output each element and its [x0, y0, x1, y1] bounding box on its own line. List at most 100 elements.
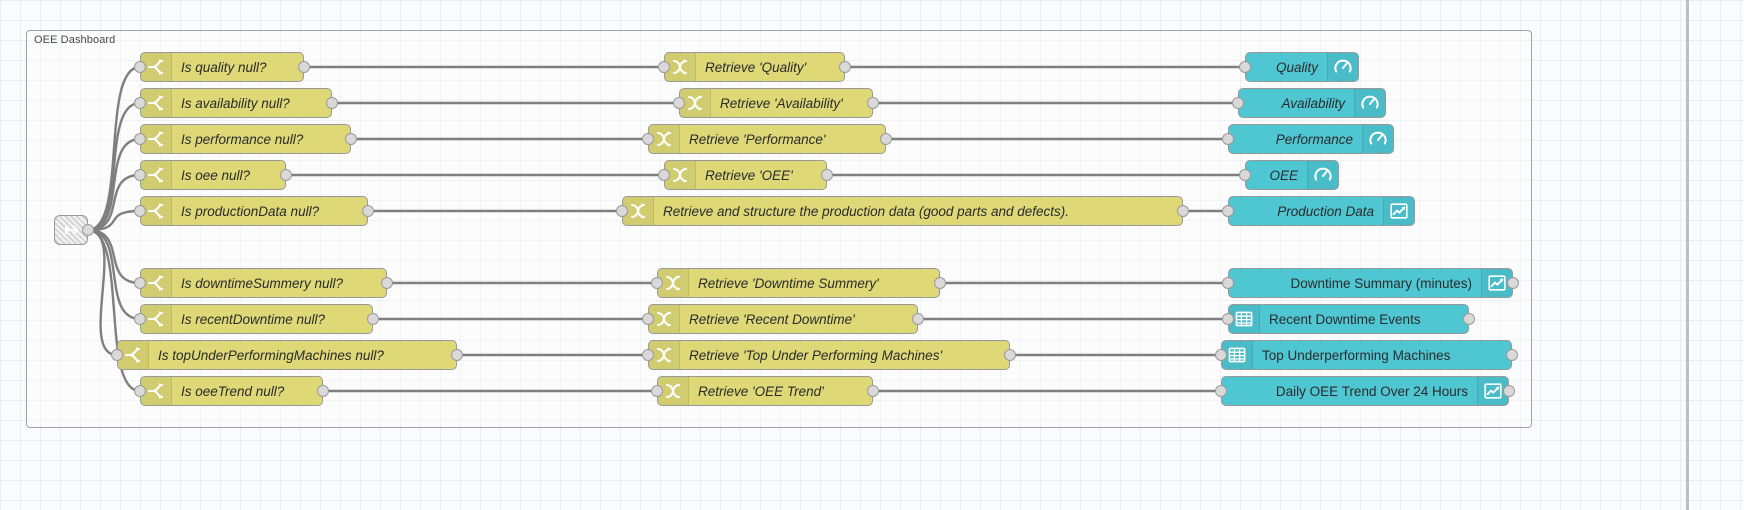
- link-in-node[interactable]: [54, 215, 94, 245]
- node-output-port[interactable]: [1177, 205, 1189, 217]
- change-node-0[interactable]: Retrieve 'Quality': [658, 52, 851, 82]
- switch-node-5[interactable]: Is downtimeSummery null?: [134, 268, 393, 298]
- dashboard-node-1[interactable]: Availability: [1232, 88, 1386, 118]
- node-input-port[interactable]: [1215, 349, 1227, 361]
- node-output-port[interactable]: [867, 385, 879, 397]
- dashboard-node-6[interactable]: Recent Downtime Events: [1222, 304, 1475, 334]
- node-output-port[interactable]: [1506, 349, 1518, 361]
- change-node-3[interactable]: Retrieve 'OEE': [658, 160, 833, 190]
- node-input-port[interactable]: [134, 205, 146, 217]
- switch-node-4[interactable]: Is productionData null?: [134, 196, 374, 226]
- switch-node-6[interactable]: Is recentDowntime null?: [134, 304, 379, 334]
- switch-node-1[interactable]: Is availability null?: [134, 88, 338, 118]
- change-icon: [665, 161, 696, 189]
- node-label: Retrieve 'Recent Downtime': [689, 311, 855, 327]
- node-input-port[interactable]: [134, 97, 146, 109]
- node-output-port[interactable]: [345, 133, 357, 145]
- dashboard-node-2[interactable]: Performance: [1222, 124, 1394, 154]
- change-icon: [649, 341, 680, 369]
- node-output-port[interactable]: [1507, 277, 1519, 289]
- node-input-port[interactable]: [642, 133, 654, 145]
- node-input-port[interactable]: [1239, 61, 1251, 73]
- canvas-right-edge: [1686, 0, 1689, 510]
- node-input-port[interactable]: [1222, 277, 1234, 289]
- switch-node-0[interactable]: Is quality null?: [134, 52, 310, 82]
- node-label: Is performance null?: [181, 131, 304, 147]
- node-input-port[interactable]: [658, 169, 670, 181]
- change-icon: [665, 53, 696, 81]
- node-output-port[interactable]: [1004, 349, 1016, 361]
- node-input-port[interactable]: [134, 385, 146, 397]
- node-output-port[interactable]: [381, 277, 393, 289]
- switch-icon: [141, 305, 172, 333]
- node-input-port[interactable]: [111, 349, 123, 361]
- dashboard-node-3[interactable]: OEE: [1239, 160, 1339, 190]
- dashboard-node-5[interactable]: Downtime Summary (minutes): [1222, 268, 1519, 298]
- node-output-port[interactable]: [880, 133, 892, 145]
- change-node-2[interactable]: Retrieve 'Performance': [642, 124, 892, 154]
- dashboard-node-0[interactable]: Quality: [1239, 52, 1359, 82]
- node-output-port[interactable]: [839, 61, 851, 73]
- node-output-port[interactable]: [362, 205, 374, 217]
- switch-icon: [141, 125, 172, 153]
- node-input-port[interactable]: [1232, 97, 1244, 109]
- node-input-port[interactable]: [651, 385, 663, 397]
- node-output-port[interactable]: [326, 97, 338, 109]
- node-output-port[interactable]: [821, 169, 833, 181]
- switch-node-7[interactable]: Is topUnderPerformingMachines null?: [111, 340, 463, 370]
- node-input-port[interactable]: [134, 133, 146, 145]
- node-input-port[interactable]: [134, 277, 146, 289]
- node-input-port[interactable]: [651, 277, 663, 289]
- gauge-icon: [1354, 89, 1385, 117]
- node-output-port[interactable]: [367, 313, 379, 325]
- node-output-port[interactable]: [82, 224, 94, 236]
- switch-icon: [118, 341, 149, 369]
- node-output-port[interactable]: [934, 277, 946, 289]
- change-node-7[interactable]: Retrieve 'Top Under Performing Machines': [642, 340, 1016, 370]
- node-input-port[interactable]: [658, 61, 670, 73]
- node-input-port[interactable]: [616, 205, 628, 217]
- node-output-port[interactable]: [867, 97, 879, 109]
- dashboard-node-4[interactable]: Production Data: [1222, 196, 1415, 226]
- switch-node-8[interactable]: Is oeeTrend null?: [134, 376, 329, 406]
- change-node-5[interactable]: Retrieve 'Downtime Summery': [651, 268, 946, 298]
- node-label: Retrieve 'Top Under Performing Machines': [689, 347, 943, 363]
- node-output-port[interactable]: [451, 349, 463, 361]
- node-output-port[interactable]: [1503, 385, 1515, 397]
- change-node-1[interactable]: Retrieve 'Availability': [673, 88, 879, 118]
- change-node-4[interactable]: Retrieve and structure the production da…: [616, 196, 1189, 226]
- node-input-port[interactable]: [1222, 205, 1234, 217]
- node-input-port[interactable]: [1222, 313, 1234, 325]
- node-input-port[interactable]: [134, 61, 146, 73]
- node-output-port[interactable]: [280, 169, 292, 181]
- node-label: Production Data: [1277, 203, 1374, 219]
- dashboard-node-8[interactable]: Daily OEE Trend Over 24 Hours: [1215, 376, 1515, 406]
- node-input-port[interactable]: [134, 169, 146, 181]
- switch-node-3[interactable]: Is oee null?: [134, 160, 292, 190]
- node-label: Is availability null?: [181, 95, 290, 111]
- node-label: Downtime Summary (minutes): [1290, 275, 1472, 291]
- node-input-port[interactable]: [642, 313, 654, 325]
- change-icon: [623, 197, 654, 225]
- change-icon: [658, 377, 689, 405]
- node-label: Quality: [1275, 59, 1318, 75]
- node-output-port[interactable]: [1463, 313, 1475, 325]
- node-output-port[interactable]: [298, 61, 310, 73]
- change-node-8[interactable]: Retrieve 'OEE Trend': [651, 376, 879, 406]
- node-input-port[interactable]: [1239, 169, 1251, 181]
- dashboard-node-7[interactable]: Top Underperforming Machines: [1215, 340, 1518, 370]
- switch-icon: [141, 89, 172, 117]
- node-output-port[interactable]: [317, 385, 329, 397]
- node-input-port[interactable]: [1215, 385, 1227, 397]
- switch-node-2[interactable]: Is performance null?: [134, 124, 357, 154]
- node-output-port[interactable]: [912, 313, 924, 325]
- gauge-icon: [1327, 53, 1358, 81]
- node-input-port[interactable]: [1222, 133, 1234, 145]
- node-input-port[interactable]: [673, 97, 685, 109]
- change-node-6[interactable]: Retrieve 'Recent Downtime': [642, 304, 924, 334]
- switch-icon: [141, 269, 172, 297]
- node-input-port[interactable]: [642, 349, 654, 361]
- node-label: Retrieve and structure the production da…: [663, 203, 1069, 219]
- node-input-port[interactable]: [134, 313, 146, 325]
